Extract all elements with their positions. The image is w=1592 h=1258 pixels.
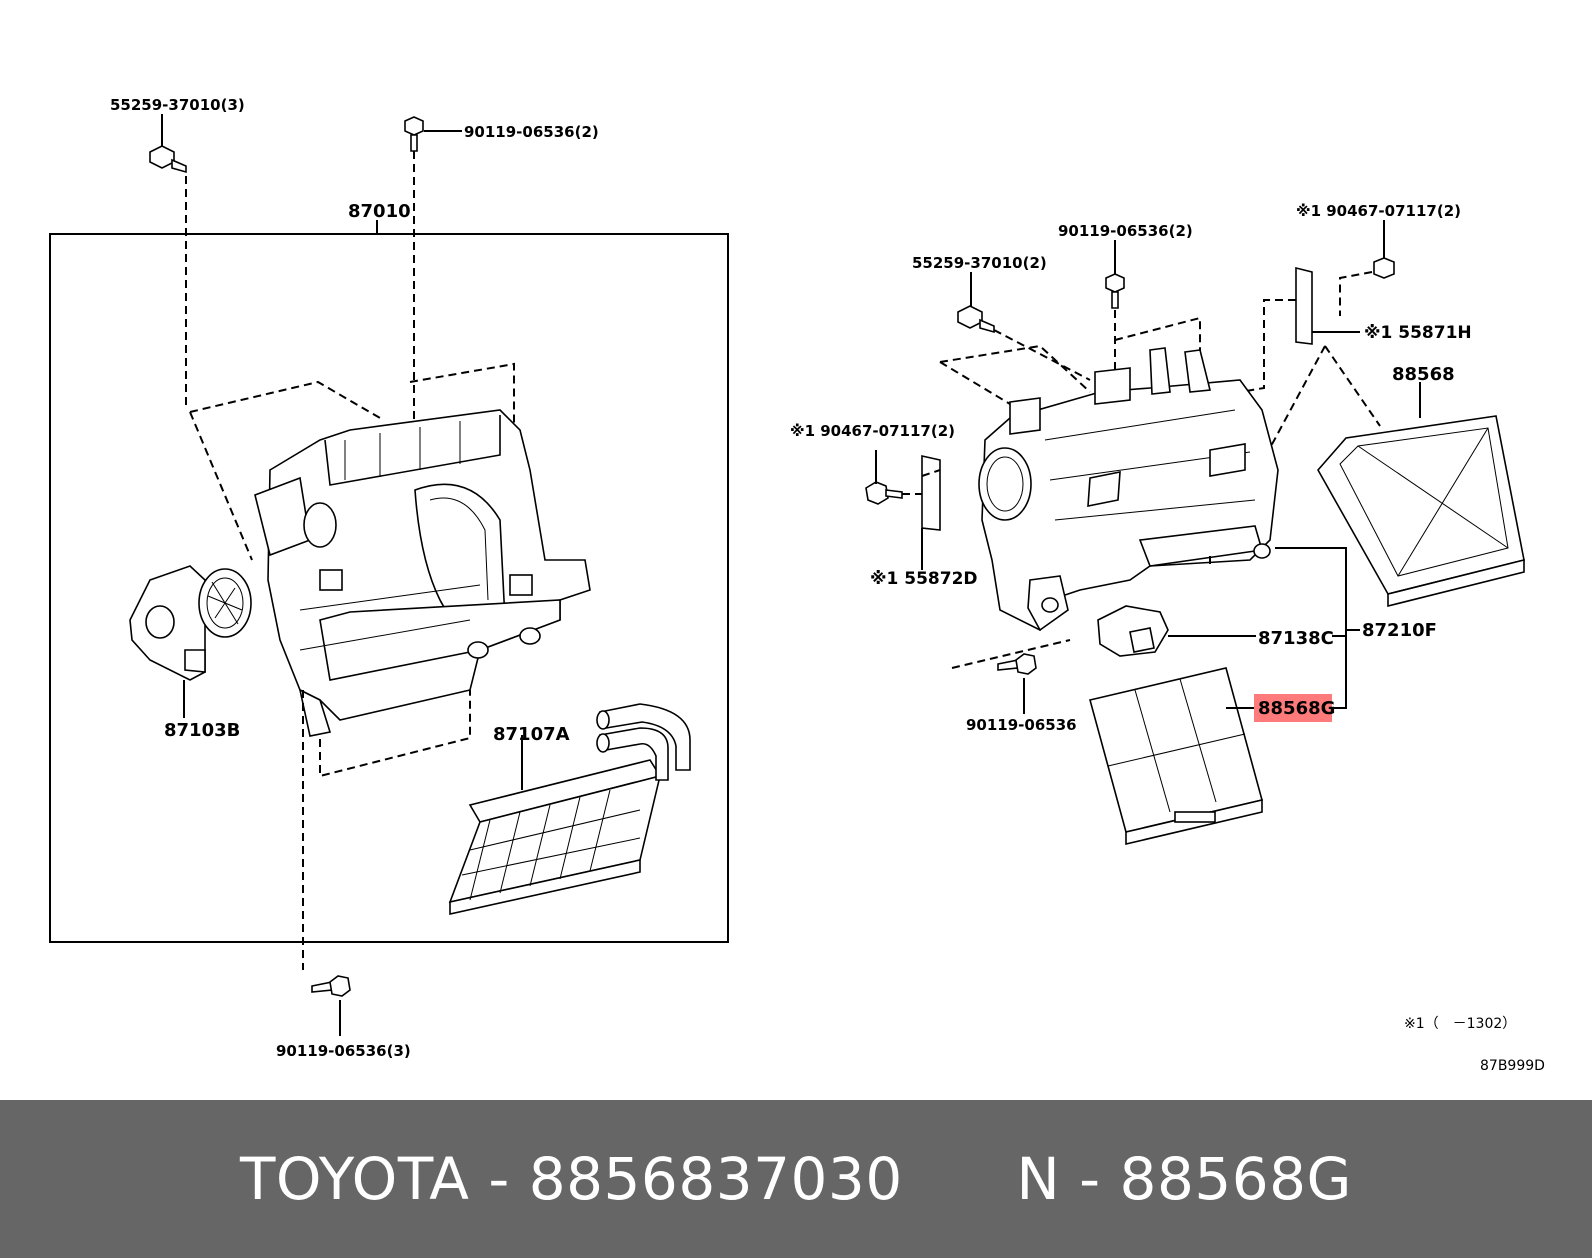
label-90119-06536-3[interactable]: 90119-06536(3)	[276, 1042, 411, 1060]
highlight-88568g	[1254, 694, 1332, 722]
label-55872d[interactable]: ※1 55872D	[870, 569, 978, 589]
bolt-icon	[404, 116, 462, 152]
resistor-87138c	[1097, 605, 1256, 657]
label-87010[interactable]: 87010	[348, 201, 411, 222]
filter-88568g	[1089, 667, 1263, 846]
bolt-icon	[997, 653, 1037, 714]
screw-icon	[149, 114, 187, 174]
bracket-55871h	[1295, 266, 1360, 345]
label-90119-06536-2-top[interactable]: 90119-06536(2)	[464, 123, 599, 141]
part-number-footer: TOYOTA - 8856837030 N - 88568G	[0, 1100, 1592, 1258]
screw-icon	[957, 272, 995, 334]
label-90467-07117-left[interactable]: ※1 90467-07117(2)	[790, 422, 955, 440]
diagram-code: 87B999D	[1480, 1058, 1545, 1074]
blower-motor-87103b	[129, 565, 252, 718]
parts-diagram: 55259-37010(3) 90119-06536(2) 87010 8710…	[49, 96, 1545, 1074]
bracket-55872d	[921, 455, 941, 570]
bolt-icon	[311, 975, 351, 1036]
label-55259-37010-3[interactable]: 55259-37010(3)	[110, 96, 245, 114]
range-note: ※1（ －1302）	[1404, 1016, 1516, 1032]
label-88568g[interactable]: 88568G	[1258, 698, 1335, 719]
label-87138c[interactable]: 87138C	[1258, 628, 1334, 649]
bolt-icon	[1105, 240, 1125, 309]
clip-icon	[865, 450, 903, 505]
label-90467-07117-right[interactable]: ※1 90467-07117(2)	[1296, 202, 1461, 220]
heater-unit-87010	[254, 409, 591, 737]
clip-icon	[1373, 220, 1395, 279]
blower-housing-87210f	[978, 347, 1279, 632]
label-88568[interactable]: 88568	[1392, 364, 1455, 385]
label-90119-06536-2-right[interactable]: 90119-06536(2)	[1058, 222, 1193, 240]
label-55871h[interactable]: ※1 55871H	[1364, 323, 1472, 343]
label-87210f[interactable]: 87210F	[1362, 620, 1437, 641]
heater-core-87107a	[448, 703, 691, 915]
label-55259-37010-2[interactable]: 55259-37010(2)	[912, 254, 1047, 272]
label-90119-06536[interactable]: 90119-06536	[966, 716, 1077, 734]
air-filter-88568	[1317, 382, 1525, 608]
label-87103b[interactable]: 87103B	[164, 720, 240, 741]
assembly-box-87010	[49, 233, 729, 943]
footer-text: TOYOTA - 8856837030 N - 88568G	[240, 1145, 1352, 1213]
label-87107a[interactable]: 87107A	[493, 724, 570, 745]
